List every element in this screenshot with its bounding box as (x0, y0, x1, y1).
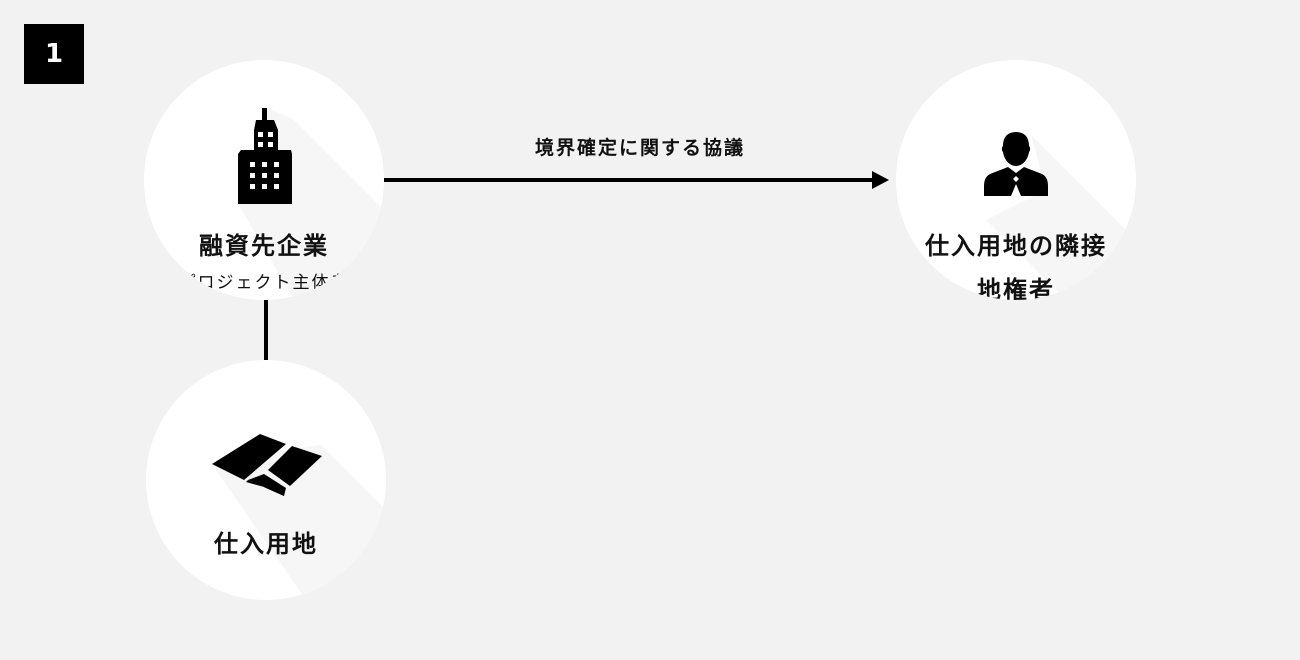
borrower-title: 融資先企業 (199, 232, 329, 260)
building-icon (238, 108, 292, 204)
arrow-label: 境界確定に関する協議 (534, 137, 745, 159)
long-shadow (986, 135, 1136, 300)
neighbor-title-line2: 地権者 (977, 276, 1055, 300)
neighbor-title-line1: 仕入用地の隣接 (925, 232, 1107, 260)
land-parcel-icon (212, 434, 322, 496)
arrow-borrower-to-neighbor (384, 171, 889, 189)
borrower-subtitle: （プロジェクト主体者） (159, 273, 369, 293)
land-title: 仕入用地 (214, 530, 318, 558)
connector-line (264, 300, 268, 360)
step-number-badge: 1 (24, 24, 84, 84)
borrower-node: 融資先企業 （プロジェクト主体者） (144, 60, 384, 300)
neighbor-node: 仕入用地の隣接 地権者 (896, 60, 1136, 300)
land-node: 仕入用地 (146, 360, 386, 600)
person-icon (984, 132, 1048, 196)
